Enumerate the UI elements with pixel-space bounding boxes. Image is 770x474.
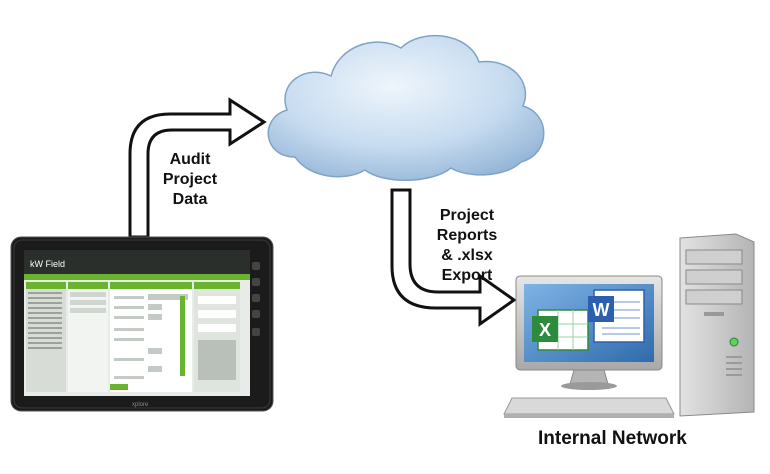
upload-arrow — [128, 97, 267, 239]
monitor: X W — [503, 275, 675, 418]
upload-label-line-3: Data — [172, 191, 208, 208]
download-label: Project Reports & .xlsx Export — [422, 206, 512, 286]
cloud-shape — [267, 35, 545, 181]
word-letter: W — [593, 300, 610, 320]
tablet-brand: xplore — [132, 402, 149, 408]
upload-label-line-1: Audit — [169, 151, 211, 168]
download-arrow — [390, 188, 517, 327]
computer-tower — [679, 233, 755, 417]
download-label-line-4: Export — [441, 267, 493, 284]
excel-icon: X — [532, 309, 589, 351]
download-label-line-2: Reports — [436, 227, 498, 244]
excel-letter: X — [539, 320, 551, 340]
tablet-device: kW Field xplore — [10, 236, 274, 412]
download-label-line-3: & .xlsx — [441, 247, 493, 264]
tablet-app-logo: kW Field — [30, 259, 65, 269]
download-label-line-1: Project — [439, 207, 495, 224]
word-icon: W — [588, 289, 645, 343]
upload-label-line-2: Project — [162, 171, 218, 188]
upload-label: Audit Project Data — [150, 150, 230, 210]
network-caption: Internal Network — [538, 428, 687, 449]
